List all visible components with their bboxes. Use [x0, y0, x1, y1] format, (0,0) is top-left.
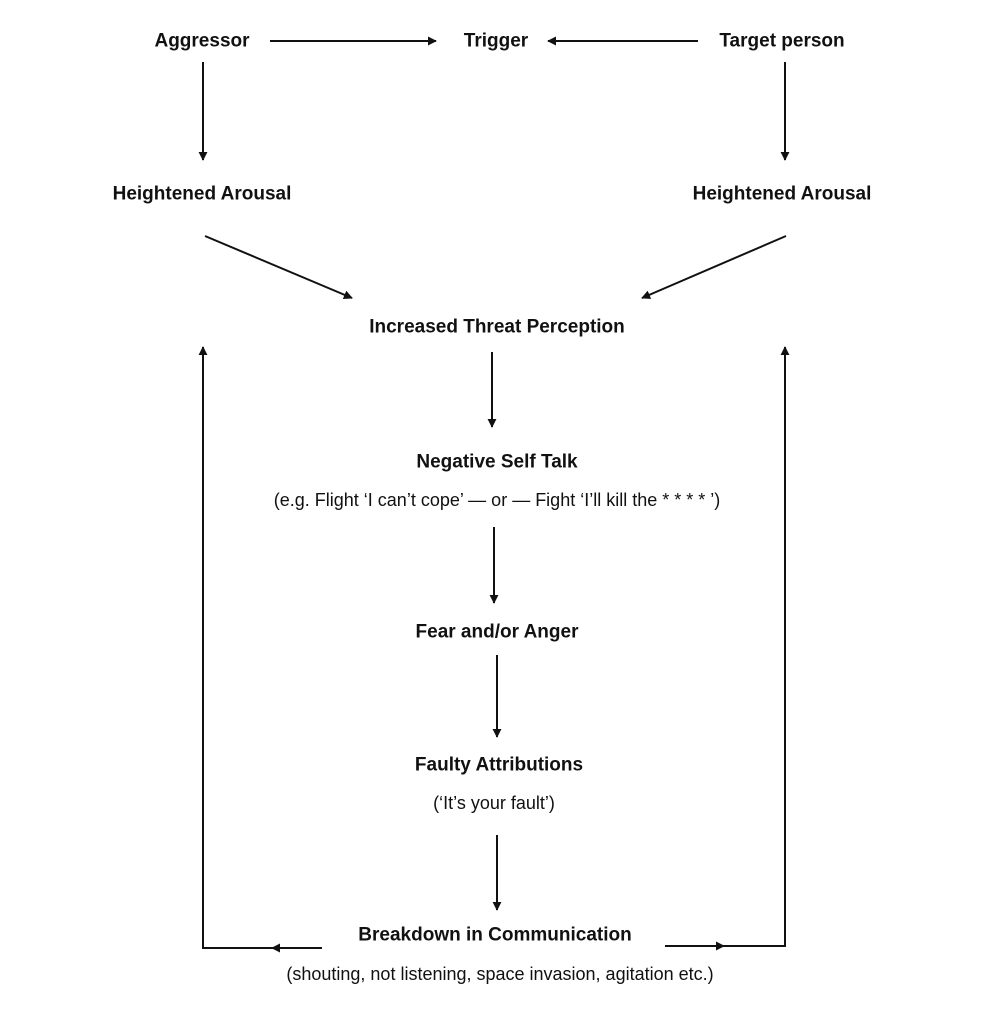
node-faulty-attributions: Faulty Attributions: [414, 754, 584, 776]
loop-right-arrow: [665, 346, 790, 947]
loop-left-arrow: [198, 346, 322, 949]
node-arousal-left: Heightened Arousal: [112, 183, 292, 205]
node-breakdown-communication: Breakdown in Communication: [358, 924, 632, 946]
node-threat-perception: Increased Threat Perception: [369, 316, 625, 338]
node-negative-self-talk: Negative Self Talk: [416, 451, 578, 473]
self-talk-example: (e.g. Flight ‘I can’t cope’ — or — Fight…: [273, 490, 721, 510]
arrow-arousal-right-threat: [641, 235, 787, 299]
node-fear-anger: Fear and/or Anger: [415, 621, 579, 643]
arrow-arousal-left-threat: [204, 235, 353, 299]
attributions-example: (‘It’s your fault’): [433, 793, 555, 813]
node-trigger: Trigger: [463, 30, 529, 52]
node-target-person: Target person: [719, 30, 845, 52]
node-aggressor: Aggressor: [154, 30, 250, 52]
breakdown-example: (shouting, not listening, space invasion…: [286, 964, 714, 984]
node-arousal-right: Heightened Arousal: [692, 183, 872, 205]
